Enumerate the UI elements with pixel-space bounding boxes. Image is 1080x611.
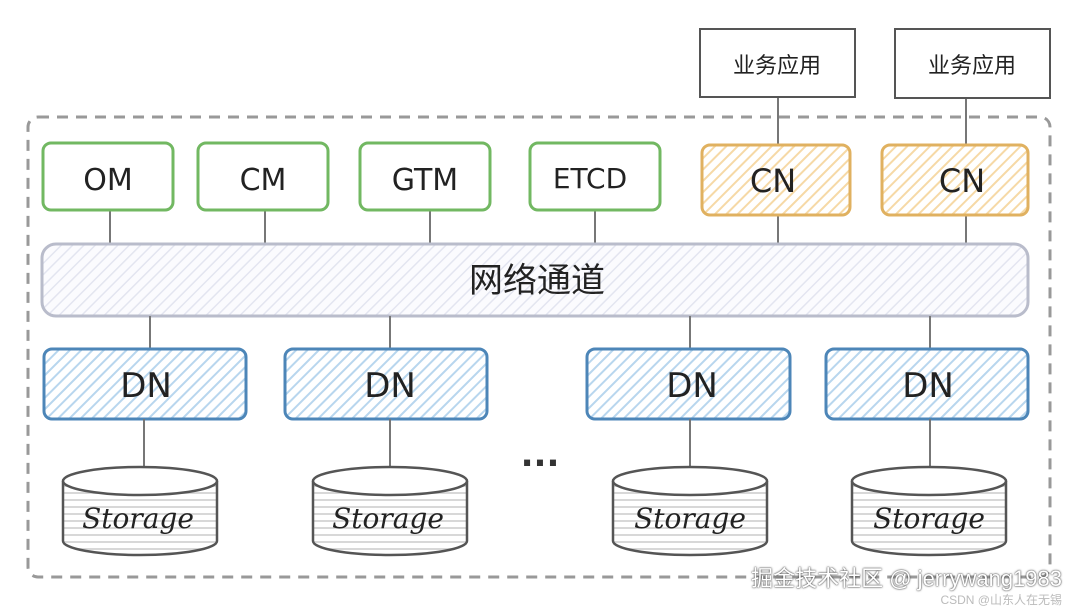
component-cn-1: CN [700, 143, 852, 217]
data-node-1: DN [42, 347, 248, 421]
storage-label: Storage [873, 502, 985, 535]
component-etcd: ETCD [528, 141, 662, 212]
storage-label: Storage [332, 502, 444, 535]
data-node-4: DN [824, 347, 1030, 421]
data-node-2: DN [283, 347, 489, 421]
component-label: CN [750, 162, 796, 200]
component-label: CN [939, 162, 985, 200]
component-label: GTM [392, 163, 458, 198]
app-box-2: 业务应用 [894, 28, 1051, 145]
storage-cylinder-2: Storage [311, 465, 469, 557]
component-cn-2: CN [880, 143, 1030, 217]
storage-label: Storage [634, 502, 746, 535]
storage-cylinder-4: Storage [850, 465, 1008, 557]
top-connectors [109, 210, 967, 244]
network-bus: 网络通道 [40, 242, 1030, 318]
data-node-label: DN [666, 366, 718, 406]
app-label: 业务应用 [928, 54, 1016, 79]
network-label: 网络通道 [469, 261, 605, 301]
data-node-label: DN [902, 366, 954, 406]
app-label: 业务应用 [733, 54, 821, 79]
data-node-label: DN [364, 366, 416, 406]
component-gtm: GTM [358, 141, 492, 212]
cluster-boundary [26, 115, 1052, 579]
storage-cylinder-1: Storage [61, 465, 219, 557]
data-node-label: DN [120, 366, 172, 406]
dn-connectors [149, 316, 931, 349]
app-box-1: 业务应用 [699, 28, 856, 145]
component-label: OM [83, 163, 133, 198]
ellipsis: ... [521, 435, 560, 475]
storage-connectors [143, 419, 931, 466]
data-node-3: DN [585, 347, 792, 421]
component-cm: CM [196, 141, 330, 212]
watermark-sub: CSDN @山东人在无锡 [940, 593, 1062, 607]
component-label: CM [240, 163, 287, 198]
storage-label: Storage [82, 502, 194, 535]
storage-cylinder-3: Storage [611, 465, 769, 557]
watermark: 掘金技术社区 @ jerrywang1983 [751, 566, 1062, 591]
component-label: ETCD [553, 162, 627, 195]
component-om: OM [41, 141, 175, 212]
